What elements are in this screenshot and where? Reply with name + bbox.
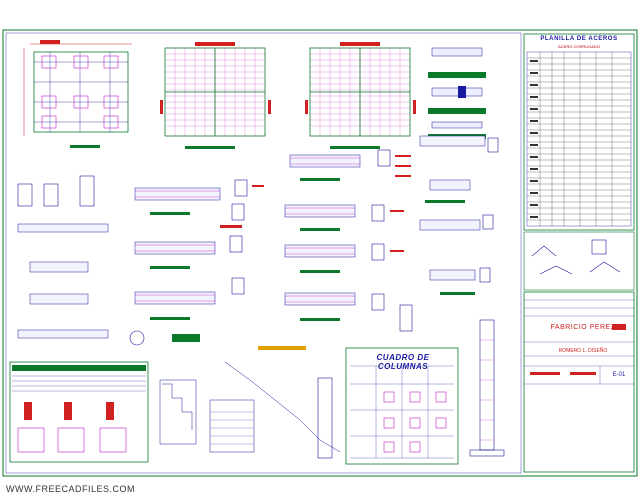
stair-table-lines bbox=[210, 411, 254, 445]
engineer-name: FABRICIO PEREZ bbox=[550, 324, 616, 331]
bottom-left-table bbox=[9, 361, 149, 463]
stair-label-bar bbox=[258, 346, 306, 350]
slab-plan-1 bbox=[160, 42, 271, 149]
dimension-marks bbox=[220, 155, 411, 252]
beam-elevations bbox=[134, 135, 486, 306]
beam-rebar-lines bbox=[135, 157, 360, 303]
beam-labels bbox=[150, 178, 475, 321]
slab-plan-2 bbox=[305, 42, 416, 149]
title-block bbox=[523, 291, 635, 473]
beam-details-top bbox=[428, 47, 486, 139]
rebar-bend-details bbox=[523, 231, 635, 291]
planilla-subtitle: ACERO CORRUGADO bbox=[558, 44, 600, 49]
planilla-title: PLANILLA DE ACEROS bbox=[540, 36, 618, 42]
engineer-subtitle: ROMERO L. DISEÑO bbox=[558, 348, 608, 354]
sheet-number: E-01 bbox=[612, 372, 626, 378]
sheet-inner-border bbox=[5, 32, 522, 474]
column-elevation bbox=[317, 319, 505, 459]
stair-details bbox=[159, 361, 341, 453]
foundation-plan bbox=[23, 40, 132, 148]
beam-cross-sections bbox=[229, 137, 499, 311]
sheet-border bbox=[2, 29, 638, 477]
planilla-de-aceros bbox=[523, 33, 635, 231]
watermark-text: WWW.FREECADFILES.COM bbox=[6, 484, 135, 494]
cuadro-title: CUADRO DE COLUMNAS bbox=[376, 353, 430, 371]
footing-details bbox=[17, 175, 413, 346]
cuadro-de-columnas bbox=[345, 347, 459, 465]
